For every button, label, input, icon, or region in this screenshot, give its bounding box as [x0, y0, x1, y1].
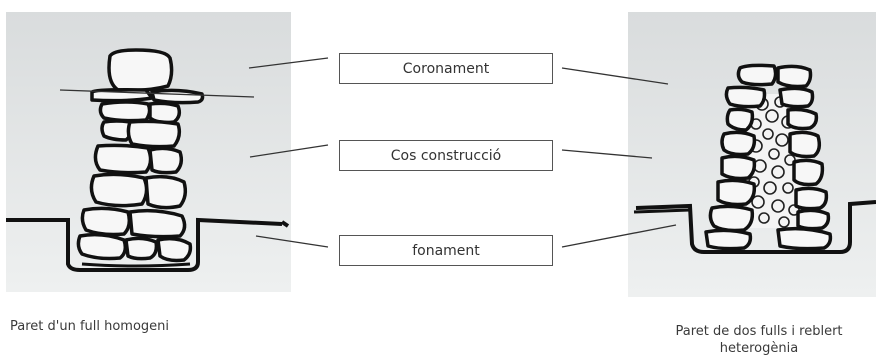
two-leaf-wall-figure — [628, 12, 876, 297]
crown-label: Coronament — [339, 53, 553, 84]
wall-body-label: Cos construcció — [339, 140, 553, 171]
two-leaf-wall-caption: Paret de dos fulls i reblert heterogènia — [675, 324, 843, 356]
homogeneous-wall-caption: Paret d'un full homogeni — [10, 319, 170, 334]
stones — [76, 48, 205, 263]
ground-and-trench — [6, 217, 283, 272]
foundation-base — [81, 262, 191, 268]
homogeneous-wall-figure — [6, 12, 291, 292]
stones — [704, 63, 833, 251]
homogeneous-wall-drawing — [6, 12, 291, 292]
two-leaf-wall-drawing — [628, 12, 876, 297]
foundation-label: fonament — [339, 235, 553, 266]
ground-and-trench — [635, 200, 876, 254]
